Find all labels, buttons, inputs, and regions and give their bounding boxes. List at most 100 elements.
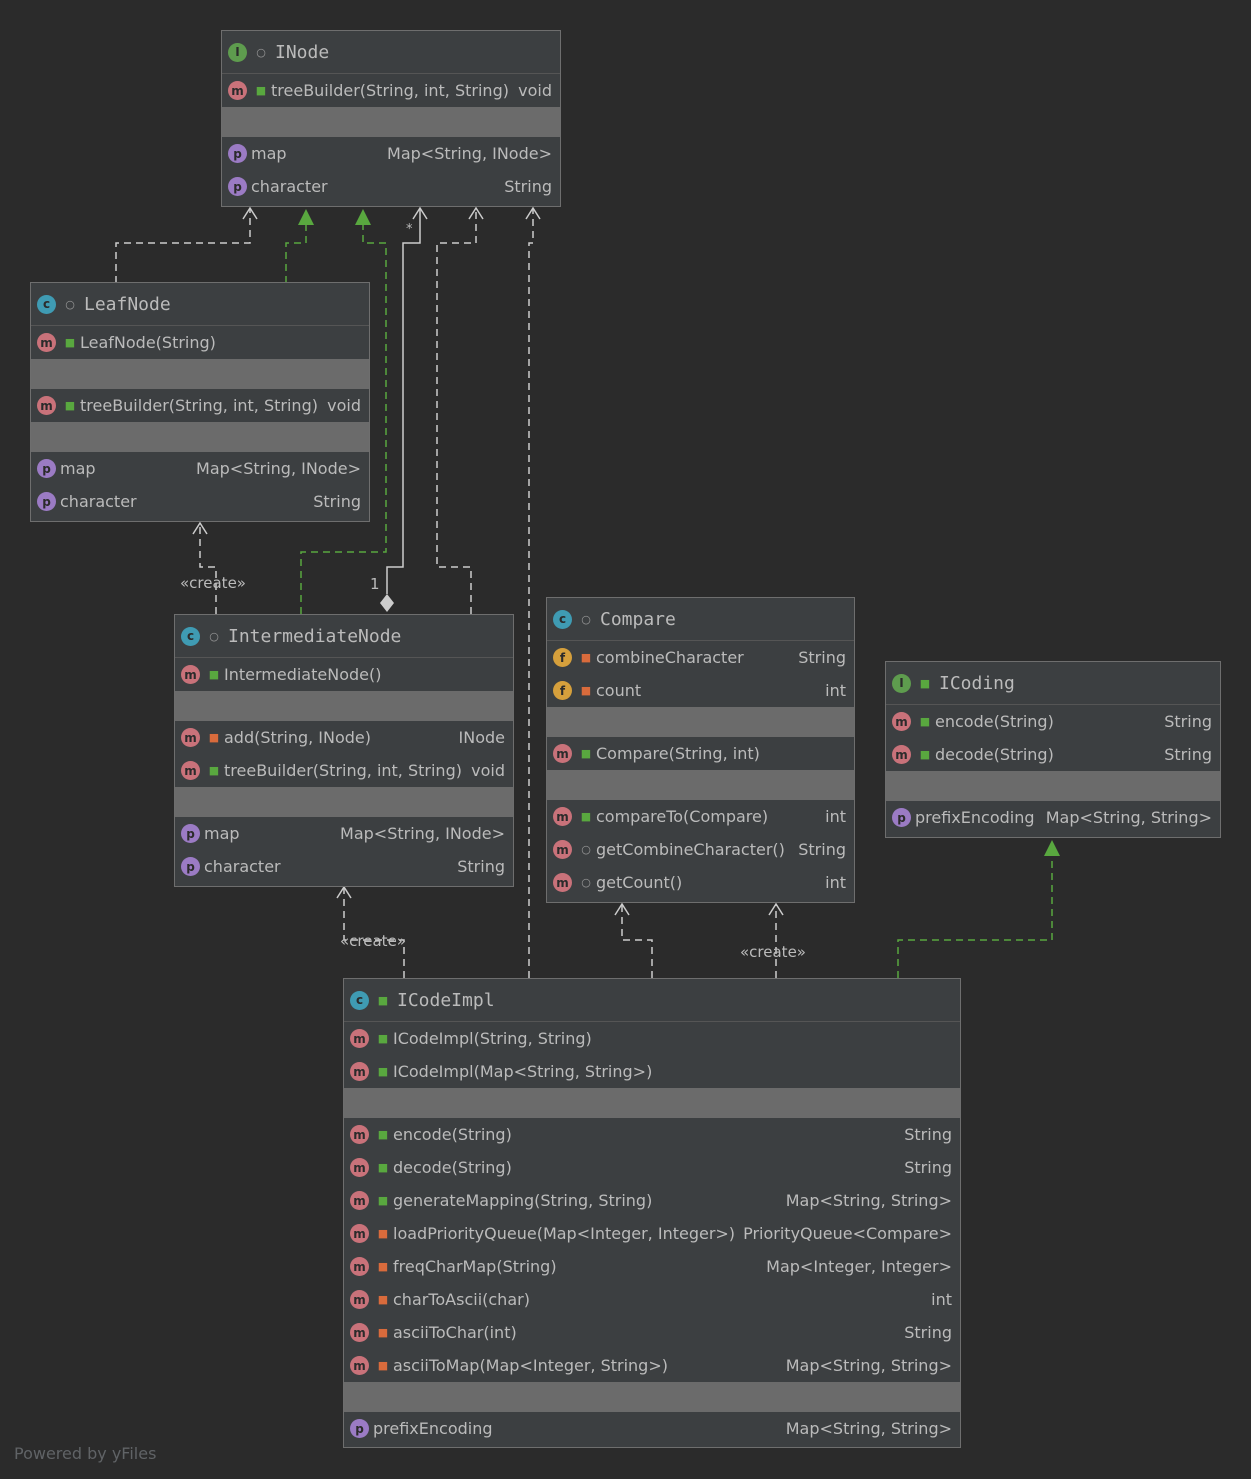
- method-row[interactable]: m ○ getCombineCharacter() String: [547, 833, 854, 866]
- property-icon: p: [228, 144, 247, 163]
- method-name: charToAscii(char): [393, 1290, 530, 1309]
- public-icon: ■: [377, 993, 389, 1007]
- class-box-compare[interactable]: c ○ Compare f ■ combineCharacter String …: [546, 597, 855, 903]
- property-row[interactable]: p character String: [31, 485, 369, 518]
- field-icon: f: [553, 648, 572, 667]
- method-type: void: [327, 396, 361, 415]
- method-row[interactable]: m ■ decode(String) String: [886, 738, 1220, 771]
- method-row[interactable]: m ■ treeBuilder(String, int, String) voi…: [31, 389, 369, 422]
- multiplicity-many: *: [406, 222, 413, 237]
- constructor-name: ICodeImpl(String, String): [393, 1029, 592, 1048]
- class-icon: c: [37, 294, 56, 314]
- public-icon: ■: [919, 715, 931, 728]
- method-type: String: [904, 1158, 952, 1177]
- method-name: encode(String): [393, 1125, 512, 1144]
- constructor-row[interactable]: m ■ IntermediateNode(): [175, 658, 513, 691]
- method-type: String: [904, 1125, 952, 1144]
- method-row[interactable]: m ■ decode(String) String: [344, 1151, 960, 1184]
- property-icon: p: [892, 808, 911, 827]
- method-row[interactable]: m ■ treeBuilder(String, int, String) voi…: [222, 74, 560, 107]
- class-icon: c: [181, 626, 200, 646]
- class-header: c ○ IntermediateNode: [175, 615, 513, 658]
- method-icon: m: [37, 396, 56, 415]
- property-name: character: [251, 177, 328, 196]
- class-box-icoding[interactable]: I ■ ICoding m ■ encode(String) String m …: [885, 661, 1221, 838]
- public-icon: ■: [377, 1161, 389, 1174]
- constructor-name: LeafNode(String): [80, 333, 216, 352]
- property-type: Map<String, INode>: [196, 459, 361, 478]
- property-icon: p: [37, 459, 56, 478]
- method-type: String: [1164, 712, 1212, 731]
- public-icon: ■: [377, 1128, 389, 1141]
- method-row[interactable]: m ■ generateMapping(String, String) Map<…: [344, 1184, 960, 1217]
- interface-icon: I: [228, 42, 247, 62]
- class-box-leafnode[interactable]: c ○ LeafNode m ■ LeafNode(String) m ■ tr…: [30, 282, 370, 522]
- method-icon: m: [350, 1125, 369, 1144]
- method-row[interactable]: m ■ freqCharMap(String) Map<Integer, Int…: [344, 1250, 960, 1283]
- method-row[interactable]: m ■ treeBuilder(String, int, String) voi…: [175, 754, 513, 787]
- property-row[interactable]: p character String: [222, 170, 560, 203]
- section-separator: [547, 707, 854, 737]
- method-row[interactable]: m ■ loadPriorityQueue(Map<Integer, Integ…: [344, 1217, 960, 1250]
- method-row[interactable]: m ■ asciiToMap(Map<Integer, String>) Map…: [344, 1349, 960, 1382]
- property-name: prefixEncoding: [915, 808, 1035, 827]
- field-row[interactable]: f ■ count int: [547, 674, 854, 707]
- package-visibility-icon: ○: [581, 876, 591, 889]
- constructor-row[interactable]: m ■ ICodeImpl(Map<String, String>): [344, 1055, 960, 1088]
- private-lock-icon: ■: [580, 651, 592, 664]
- edge-inter-uses-inode: [436, 209, 477, 614]
- property-icon: p: [181, 824, 200, 843]
- class-header: c ■ ICodeImpl: [344, 979, 960, 1022]
- field-row[interactable]: f ■ combineCharacter String: [547, 641, 854, 674]
- method-row[interactable]: m ■ add(String, INode) INode: [175, 721, 513, 754]
- method-icon: m: [350, 1158, 369, 1177]
- property-icon: p: [37, 492, 56, 511]
- property-row[interactable]: p character String: [175, 850, 513, 883]
- public-icon: ■: [208, 668, 220, 681]
- public-icon: ■: [64, 399, 76, 412]
- method-name: treeBuilder(String, int, String): [80, 396, 318, 415]
- method-row[interactable]: m ■ encode(String) String: [886, 705, 1220, 738]
- method-row[interactable]: m ○ getCount() int: [547, 866, 854, 899]
- constructor-row[interactable]: m ■ Compare(String, int): [547, 737, 854, 770]
- label-create-leaf: «create»: [180, 574, 246, 592]
- method-name: asciiToMap(Map<Integer, String>): [393, 1356, 668, 1375]
- multiplicity-one: 1: [370, 575, 380, 593]
- method-type: Map<String, String>: [785, 1356, 952, 1375]
- class-box-inode[interactable]: I ○ INode m ■ treeBuilder(String, int, S…: [221, 30, 561, 207]
- property-type: Map<String, INode>: [387, 144, 552, 163]
- property-row[interactable]: p map Map<String, INode>: [175, 817, 513, 850]
- property-row[interactable]: p prefixEncoding Map<String, String>: [344, 1412, 960, 1445]
- property-type: String: [457, 857, 505, 876]
- property-row[interactable]: p map Map<String, INode>: [31, 452, 369, 485]
- method-row[interactable]: m ■ charToAscii(char) int: [344, 1283, 960, 1316]
- section-separator: [344, 1088, 960, 1118]
- method-row[interactable]: m ■ asciiToChar(int) String: [344, 1316, 960, 1349]
- constructor-name: ICodeImpl(Map<String, String>): [393, 1062, 653, 1081]
- property-type: String: [313, 492, 361, 511]
- property-row[interactable]: p prefixEncoding Map<String, String>: [886, 801, 1220, 834]
- method-row[interactable]: m ■ encode(String) String: [344, 1118, 960, 1151]
- method-row[interactable]: m ■ compareTo(Compare) int: [547, 800, 854, 833]
- class-title: IntermediateNode: [228, 625, 402, 647]
- method-type: Map<Integer, Integer>: [766, 1257, 952, 1276]
- powered-by-footer: Powered by yFiles: [14, 1444, 157, 1463]
- public-icon: ■: [919, 676, 931, 690]
- class-box-intermediatenode[interactable]: c ○ IntermediateNode m ■ IntermediateNod…: [174, 614, 514, 887]
- class-box-icodeimpl[interactable]: c ■ ICodeImpl m ■ ICodeImpl(String, Stri…: [343, 978, 961, 1448]
- property-row[interactable]: p map Map<String, INode>: [222, 137, 560, 170]
- public-icon: ■: [580, 810, 592, 823]
- property-type: Map<String, String>: [785, 1419, 952, 1438]
- method-name: encode(String): [935, 712, 1054, 731]
- private-lock-icon: ■: [377, 1326, 389, 1339]
- method-name: add(String, INode): [224, 728, 371, 747]
- constructor-row[interactable]: m ■ ICodeImpl(String, String): [344, 1022, 960, 1055]
- constructor-row[interactable]: m ■ LeafNode(String): [31, 326, 369, 359]
- edge-inter-aggregates-inode: [386, 209, 421, 594]
- public-icon: ■: [377, 1194, 389, 1207]
- package-visibility-icon: ○: [256, 45, 266, 59]
- class-icon: c: [553, 609, 572, 629]
- method-icon: m: [553, 807, 572, 826]
- method-type: INode: [458, 728, 505, 747]
- class-header: c ○ Compare: [547, 598, 854, 641]
